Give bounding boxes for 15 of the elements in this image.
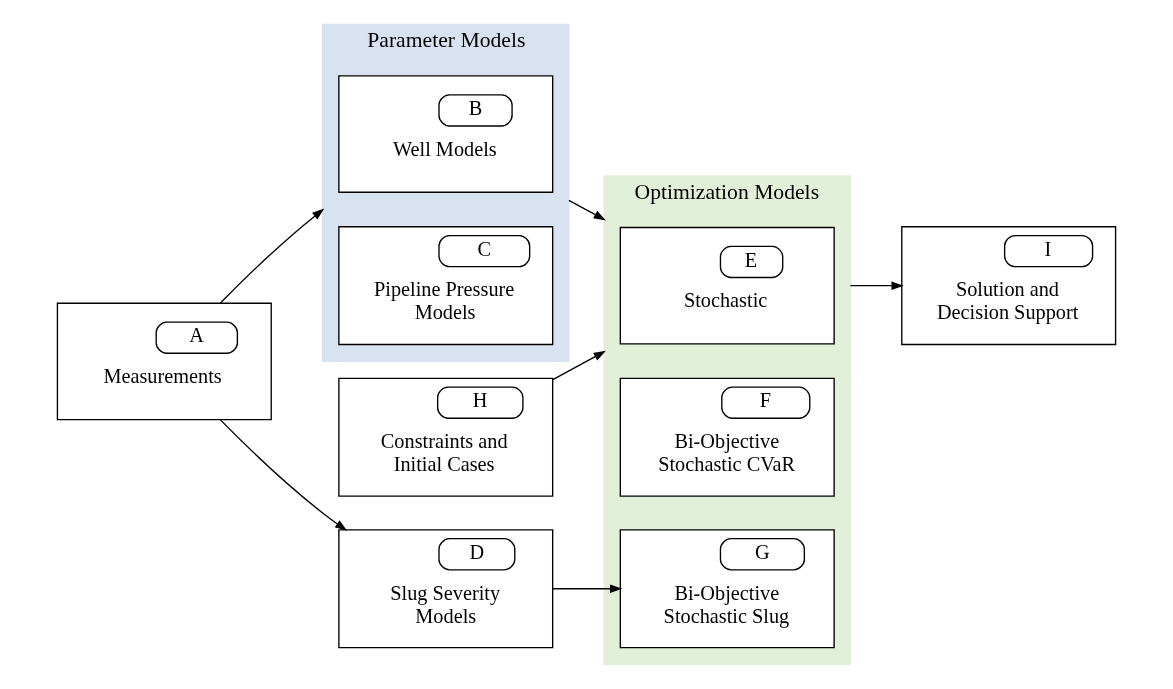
arrow [552, 584, 623, 593]
node-box: C Pipeline Pressure Models [338, 226, 554, 346]
arrow [219, 419, 348, 531]
node-box: F Bi-Objective Stochastic CVaR [619, 377, 835, 497]
node-box: E Stochastic [619, 226, 835, 345]
node-box: B Well Models [338, 75, 554, 193]
arrow [219, 208, 325, 304]
node-box: A Measurements [56, 302, 272, 421]
arrow [849, 281, 904, 290]
node-box: H Constraints and Initial Cases [338, 377, 554, 497]
node-box: I Solution and Decision Support [901, 226, 1117, 346]
arrow [568, 199, 606, 221]
node-box: G Bi-Objective Stochastic Slug [619, 529, 835, 649]
node-box: D Slug Severity Models [338, 529, 554, 649]
arrow [552, 350, 606, 381]
